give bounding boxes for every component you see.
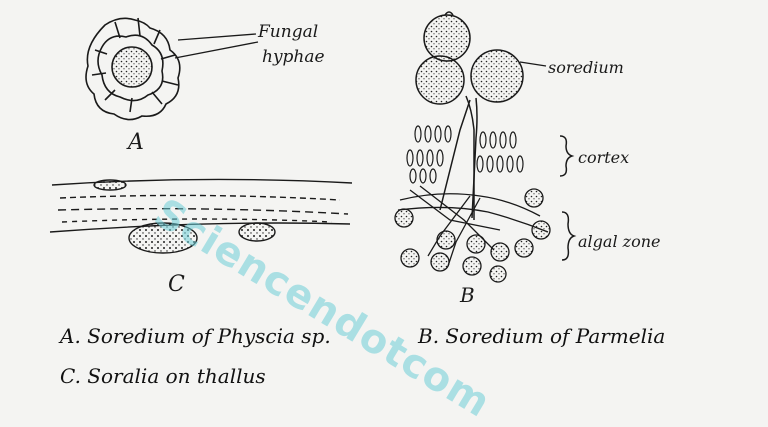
label-soredium: soredium (548, 58, 624, 77)
soredium-pointer (519, 61, 547, 67)
figure-a-soredium (85, 17, 181, 121)
caption-b: B. Soredium of Parmelia (418, 324, 666, 348)
label-algal-zone: algal zone (578, 232, 661, 251)
figure-a-letter: A (128, 130, 144, 155)
algal-zone-brace (561, 211, 577, 261)
figure-b-letter: B (460, 283, 475, 307)
caption-a: A. Soredium of Physcia sp. (60, 324, 331, 348)
label-hyphae: hyphae (262, 47, 325, 67)
cortex-cells (406, 125, 524, 184)
figure-c-letter: C (168, 272, 185, 297)
lichen-soredia-diagram (49, 11, 577, 283)
figure-c-thallus (49, 178, 353, 254)
fungal-hyphae-pointers (174, 33, 259, 59)
label-fungal: Fungal (258, 22, 319, 42)
figure-b-soredia-cluster (415, 11, 524, 220)
caption-c: C. Soralia on thallus (60, 364, 266, 388)
algal-cells (394, 188, 551, 283)
label-cortex: cortex (578, 148, 630, 167)
cortex-brace (559, 135, 575, 177)
